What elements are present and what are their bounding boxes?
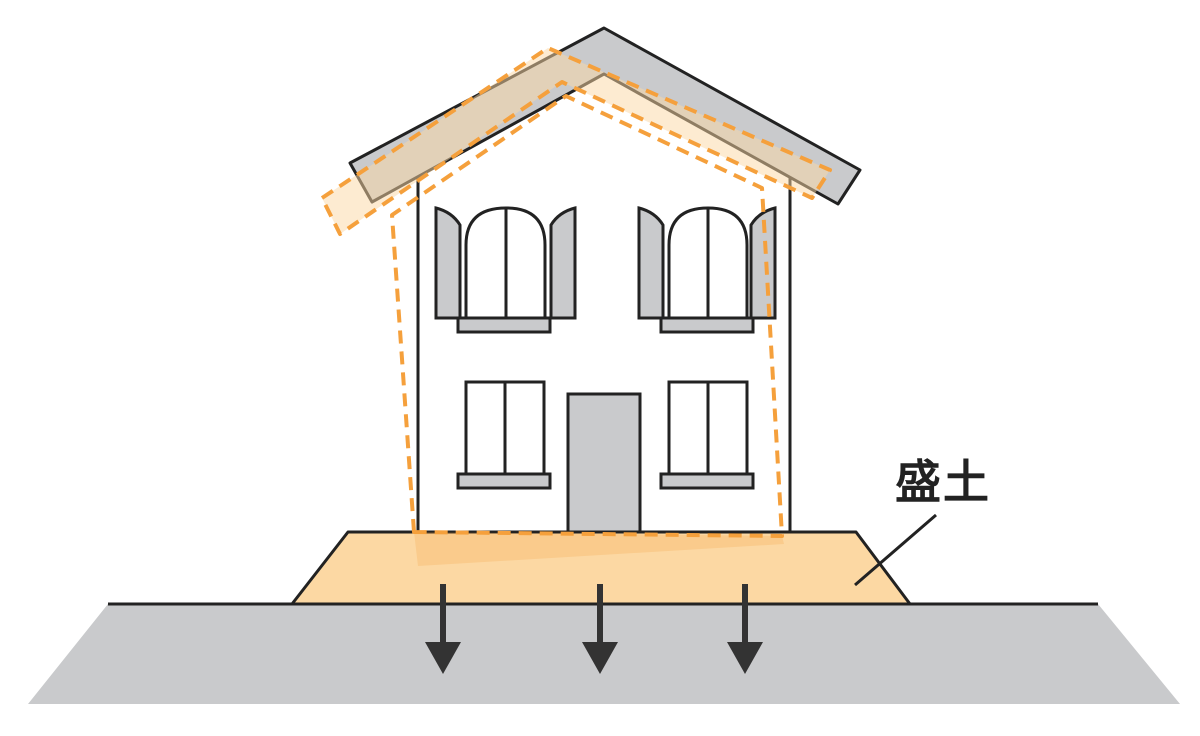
lower-window-right (659, 380, 755, 490)
upper-window-right (637, 206, 777, 334)
lower-window-left (456, 380, 552, 490)
tilted-house-outline (320, 46, 832, 538)
embankment (290, 530, 912, 606)
down-arrow-icon (582, 584, 618, 674)
embankment-label: 盛土 (895, 455, 991, 509)
tilted-base-shading (414, 532, 784, 566)
label-leader-line (854, 513, 937, 587)
door (566, 392, 642, 534)
down-arrow-icon (727, 584, 763, 674)
upper-window-left (434, 206, 577, 334)
down-arrow-icon (425, 584, 461, 674)
